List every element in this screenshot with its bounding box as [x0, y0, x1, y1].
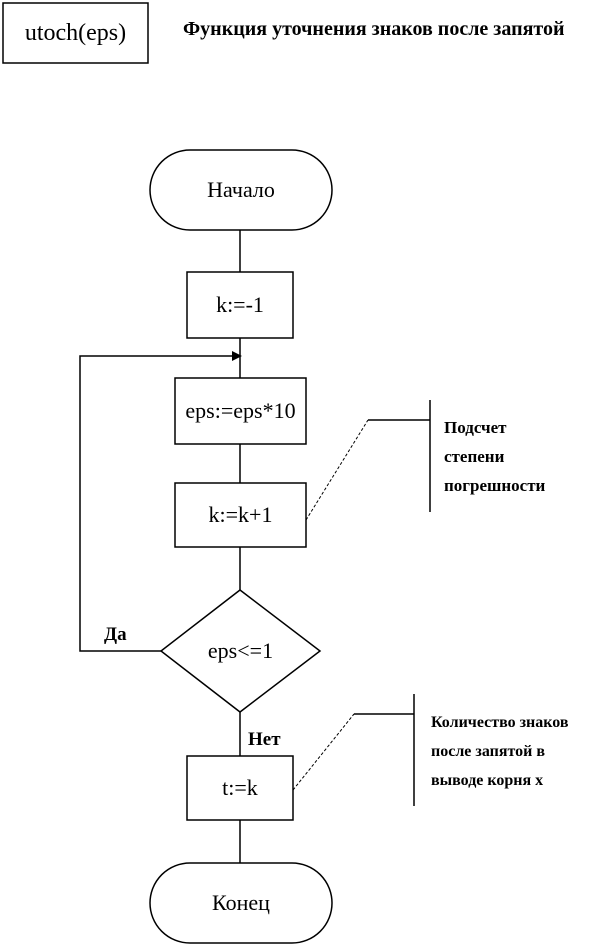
yes-loop-line: [79, 355, 238, 652]
init-label: k:=-1: [216, 292, 264, 317]
assign-label: t:=k: [222, 775, 258, 800]
function-name-box: [2, 2, 149, 64]
count-note-line-2: после запятой в: [431, 743, 545, 760]
end-terminator: [149, 862, 333, 944]
function-name: utoch(eps): [24, 19, 127, 46]
degree-note-line-1: Подсчет: [444, 418, 507, 437]
count-note: Количество знаков после запятой в выводе…: [431, 708, 569, 795]
degree-note-line-3: погрешности: [444, 476, 546, 495]
condition-label: eps<=1: [207, 638, 274, 663]
count-note-line-1: Количество знаков: [431, 714, 569, 731]
increment-label: k:=k+1: [208, 502, 273, 527]
degree-note-leader: [305, 419, 369, 521]
count-note-leader: [292, 713, 355, 791]
yes-label: Да: [104, 624, 127, 645]
degree-note: Подсчет степени погрешности: [444, 413, 545, 500]
end-label: Конец: [212, 890, 270, 915]
multiply-label: eps:=eps*10: [185, 398, 296, 423]
function-description: Функция уточнения знаков после запятой: [183, 18, 565, 40]
loop-arrowhead: [232, 351, 242, 361]
start-terminator: [149, 149, 333, 231]
start-label: Начало: [207, 177, 275, 202]
no-label: Нет: [248, 729, 281, 750]
degree-note-line-2: степени: [444, 447, 505, 466]
count-note-line-3: выводе корня x: [431, 772, 544, 789]
